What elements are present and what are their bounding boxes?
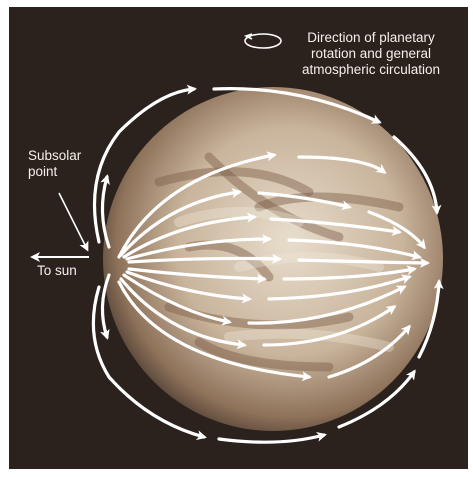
to-sun-label: To sun: [37, 263, 77, 279]
subsolar-point-label: Subsolar point: [28, 148, 81, 180]
subsolar-pointer: [59, 193, 87, 249]
rotation-arrow-icon: [245, 34, 281, 48]
subsolar-label-line1: Subsolar: [28, 148, 81, 164]
venus-circulation-figure: Direction of planetary rotation and gene…: [9, 7, 468, 469]
rotation-caption: Direction of planetary rotation and gene…: [286, 30, 456, 78]
subsolar-label-line2: point: [28, 164, 81, 180]
